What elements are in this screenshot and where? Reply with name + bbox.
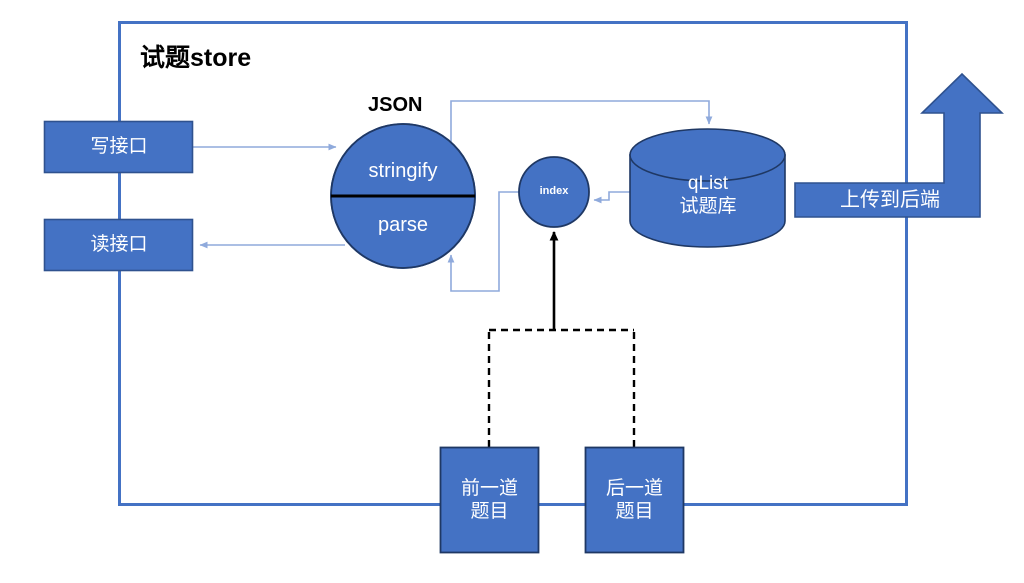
edge-stringify-to-qlist: [450, 100, 713, 150]
store-frame: [118, 21, 908, 506]
prev-question-box[interactable]: [439, 446, 540, 554]
json-caption-label: JSON: [368, 94, 423, 116]
qlist-cylinder[interactable]: [629, 128, 786, 248]
index-circle[interactable]: [518, 156, 590, 228]
next-question-box[interactable]: [584, 446, 685, 554]
json-split-circle[interactable]: [330, 123, 476, 269]
upload-elbow-arrow[interactable]: [794, 72, 1004, 218]
qlist-cylinder-top: [629, 128, 786, 182]
write-api-box[interactable]: [43, 120, 194, 174]
edge-index-to-parse: [447, 191, 519, 292]
edge-qlist-to-index: [593, 191, 630, 204]
diagram-title: 试题store: [140, 44, 252, 72]
read-api-box[interactable]: [43, 218, 194, 272]
